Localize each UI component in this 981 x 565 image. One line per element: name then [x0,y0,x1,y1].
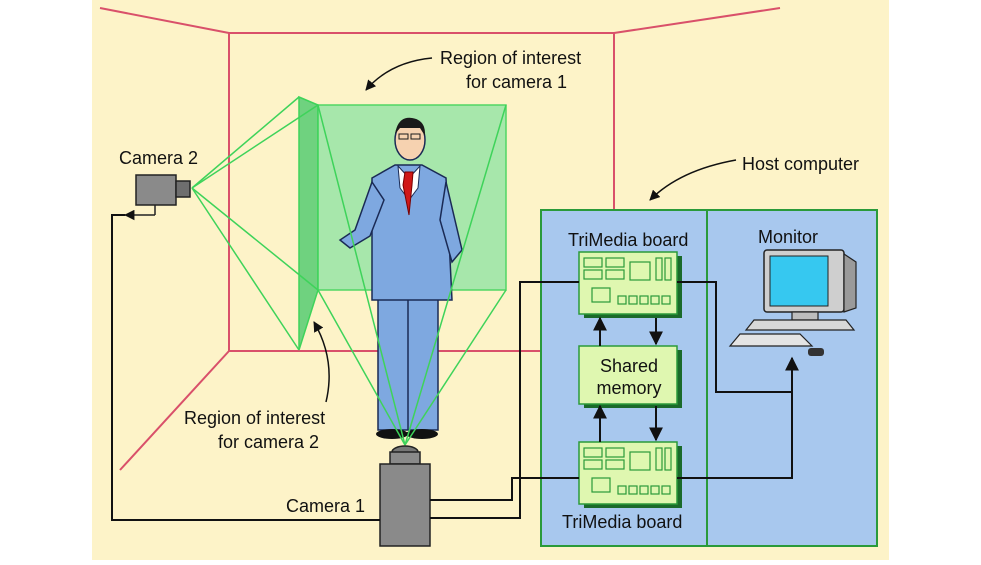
roi-camera1-label-line2: for camera 1 [466,72,567,92]
shared-memory-label-line1: Shared [600,356,658,376]
camera1-fov-lines [317,104,507,446]
trimedia-board-bottom [578,441,682,508]
camera2-label: Camera 2 [119,148,198,168]
host-computer-label: Host computer [742,154,859,174]
camera2-fov-lines [191,96,319,351]
camera1-label: Camera 1 [286,496,365,516]
callout-arrows [313,57,737,403]
roi-camera1-label-line1: Region of interest [440,48,581,68]
roi-camera2-label-line1: Region of interest [184,408,325,428]
trimedia-board-top [578,251,682,318]
shared-memory-label-line2: memory [596,378,661,398]
person-figure [338,117,463,439]
camera1-icon [379,445,431,547]
monitor-label: Monitor [758,227,818,247]
shared-memory-box [578,345,682,408]
roi-camera2-label-line2: for camera 2 [218,432,319,452]
monitor-icon [728,249,857,356]
camera2-icon [123,174,191,221]
trimedia-top-label: TriMedia board [568,230,688,250]
connection-cables [111,214,799,521]
trimedia-bottom-label: TriMedia board [562,512,682,532]
board-memory-arrows [593,316,663,442]
